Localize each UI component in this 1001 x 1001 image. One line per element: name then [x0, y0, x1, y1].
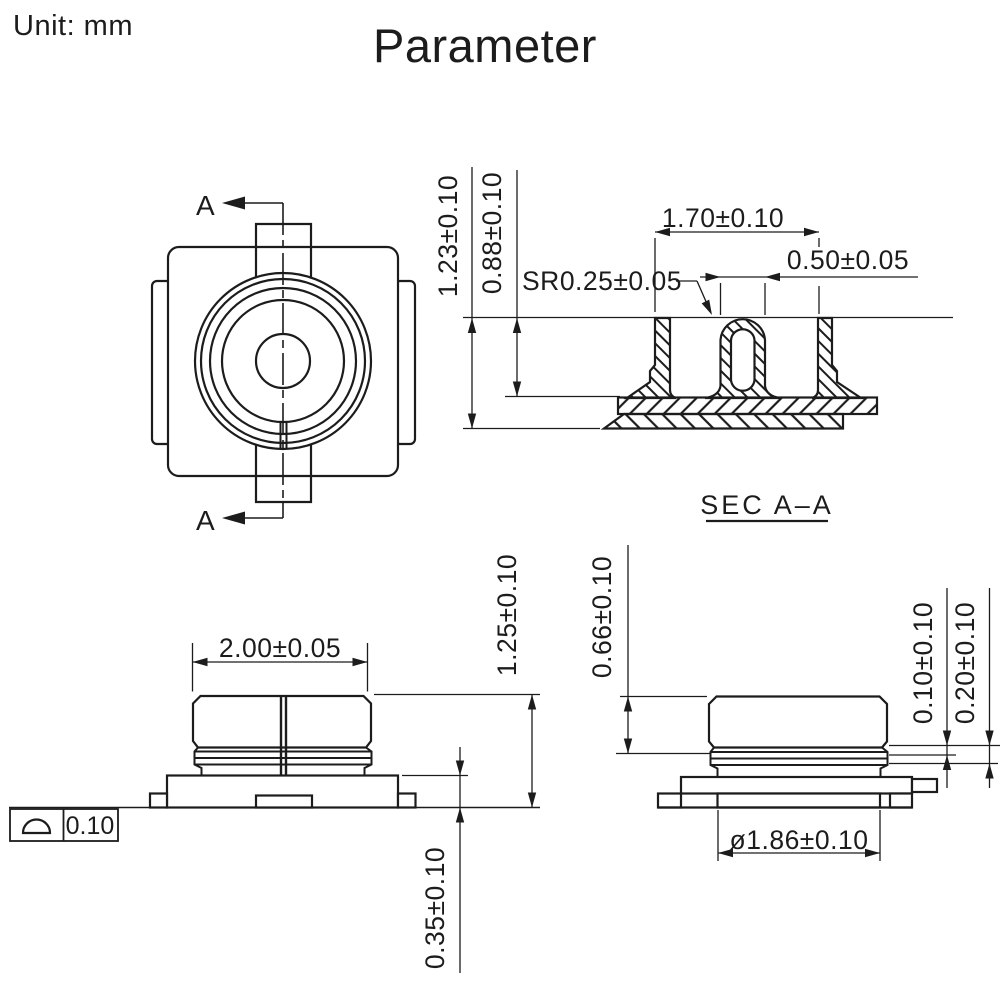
side-dimension-lines: [616, 545, 1000, 861]
dim-groove-depth: 0.20±0.10: [950, 602, 980, 724]
side-view: 0.66±0.10 0.10±0.10 0.20±0.10 ø1.86±0.10: [587, 545, 1000, 861]
profile-callout-value: 0.10: [66, 812, 115, 840]
shell-wall-left: [623, 316, 677, 400]
page-title: Parameter: [373, 19, 597, 72]
base-plate: [600, 412, 845, 430]
shell-slot-detail: [279, 423, 288, 449]
shell-grooves-side: [709, 746, 889, 777]
dim-front-overall-height: 1.25±0.10: [492, 554, 522, 676]
shell-wall-right: [811, 316, 865, 400]
dim-flange-height: 0.35±0.10: [420, 847, 450, 969]
right-foot-side: [888, 792, 914, 809]
right-upper-tab: [910, 777, 939, 794]
dim-shell-diameter: 2.00±0.05: [219, 633, 341, 663]
shell-seam: [279, 696, 288, 776]
shell-cap-side: [707, 695, 889, 749]
section-arrowhead-top: [222, 196, 245, 210]
dim-cap-height: 0.66±0.10: [587, 556, 617, 678]
left-foot-side: [656, 792, 683, 809]
dim-inner-height: 0.88±0.10: [477, 172, 507, 294]
dim-boss-diameter: ø1.86±0.10: [730, 825, 869, 855]
section-label-top: A: [196, 190, 215, 221]
section-view-label: SEC A–A: [700, 490, 834, 520]
shell-grooves: [193, 746, 373, 776]
top-view: A A: [150, 190, 417, 536]
dim-contact-width: 0.50±0.05: [787, 245, 909, 275]
dim-shell-inner-width: 1.70±0.10: [662, 203, 784, 233]
front-dimension-lines: [191, 643, 540, 973]
left-foot: [148, 792, 169, 809]
insulator-plate: [616, 396, 879, 416]
section-dimension-lines: [463, 167, 918, 430]
section-view: 1.23±0.10 0.88±0.10 1.70±0.10 0.50±0.05 …: [433, 167, 953, 523]
dim-contact-tip-radius: SR0.25±0.05: [522, 266, 682, 296]
dim-lip-thickness: 0.10±0.10: [908, 602, 938, 724]
profile-callout: 0.10: [9, 808, 119, 842]
profile-of-surface-icon: [21, 818, 52, 835]
dim-overall-height: 1.23±0.10: [433, 175, 463, 297]
front-view: 2.00±0.05 1.25±0.10 0.35±0.10 0.10: [9, 554, 540, 973]
center-contact-cavity: [729, 328, 756, 392]
bottom-boss: [716, 792, 882, 809]
unit-label: Unit: mm: [13, 10, 133, 42]
section-arrowhead-bottom: [222, 511, 245, 525]
right-foot: [396, 792, 417, 809]
section-label-bottom: A: [196, 505, 215, 536]
bottom-contact-tab: [254, 794, 314, 809]
flange-side: [679, 775, 914, 795]
bottom-tab: [254, 445, 313, 504]
